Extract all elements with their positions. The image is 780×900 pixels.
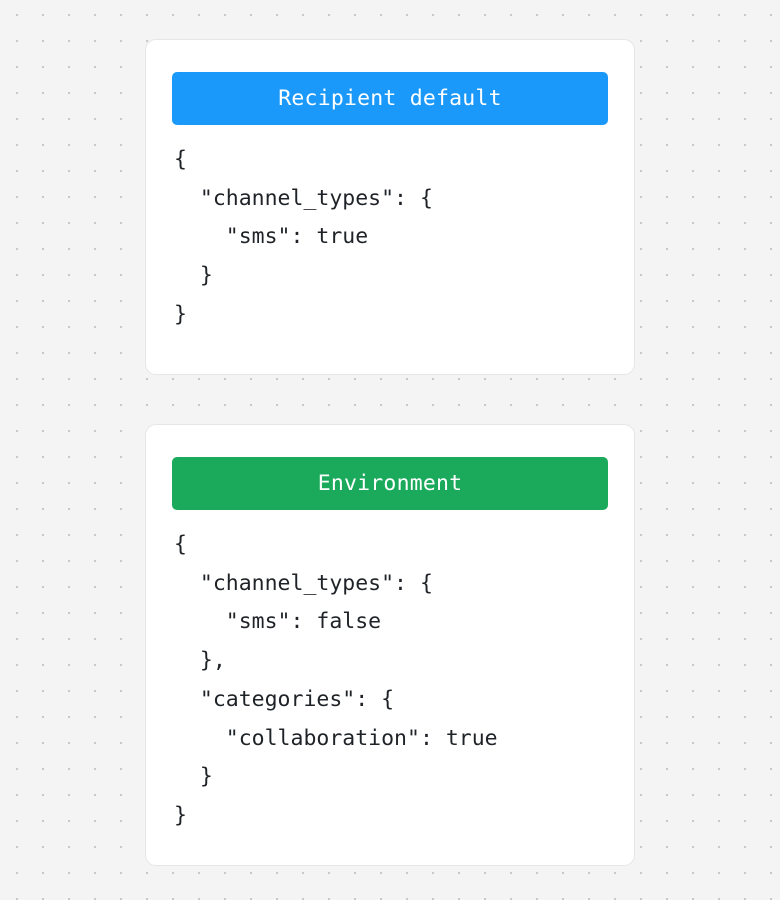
card-title-environment: Environment	[317, 470, 463, 496]
json-code-environment: { "channel_types": { "sms": false }, "ca…	[174, 532, 498, 828]
card-header-environment: Environment	[172, 457, 608, 510]
card-header-recipient-default: Recipient default	[172, 72, 608, 125]
card-environment: Environment { "channel_types": { "sms": …	[145, 424, 635, 866]
card-recipient-default: Recipient default { "channel_types": { "…	[145, 39, 635, 375]
card-title-recipient-default: Recipient default	[278, 85, 502, 111]
json-code-recipient-default: { "channel_types": { "sms": true } }	[174, 147, 433, 327]
